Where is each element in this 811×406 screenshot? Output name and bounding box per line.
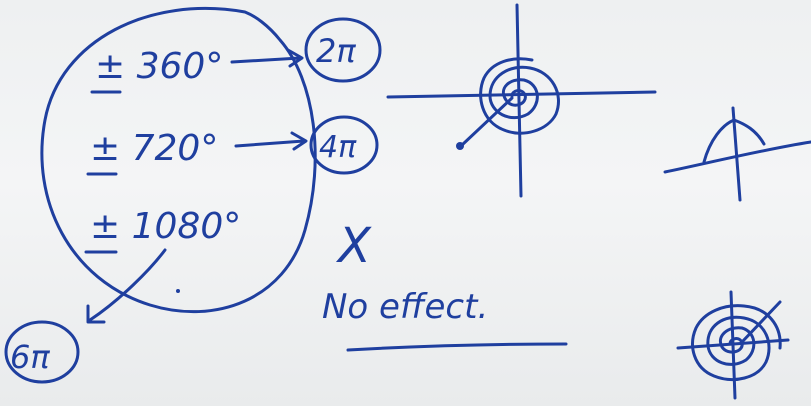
angle-sketch <box>665 108 811 200</box>
spiral-icon-2 <box>678 292 788 398</box>
arrow-720-to-4pi <box>236 133 306 149</box>
arrow-360-to-2pi <box>232 50 302 66</box>
spiral-icon-1 <box>456 59 558 150</box>
result-4pi-label: 4π <box>319 130 357 165</box>
no-effect-underline <box>348 344 566 350</box>
angle-1080-label: ± 1080° <box>90 206 241 247</box>
no-effect-note: No effect. <box>322 287 488 327</box>
angle-360-label: ± 360° <box>95 46 223 87</box>
result-2pi-label: 2π <box>316 32 356 70</box>
angle-720-label: ± 720° <box>90 128 218 169</box>
axis-vertical-1 <box>517 5 521 196</box>
dot-mark <box>176 289 180 293</box>
arrow-1080-to-6pi <box>88 250 165 322</box>
cross-mark: X <box>335 218 372 274</box>
result-6pi-label: 6π <box>10 338 50 376</box>
